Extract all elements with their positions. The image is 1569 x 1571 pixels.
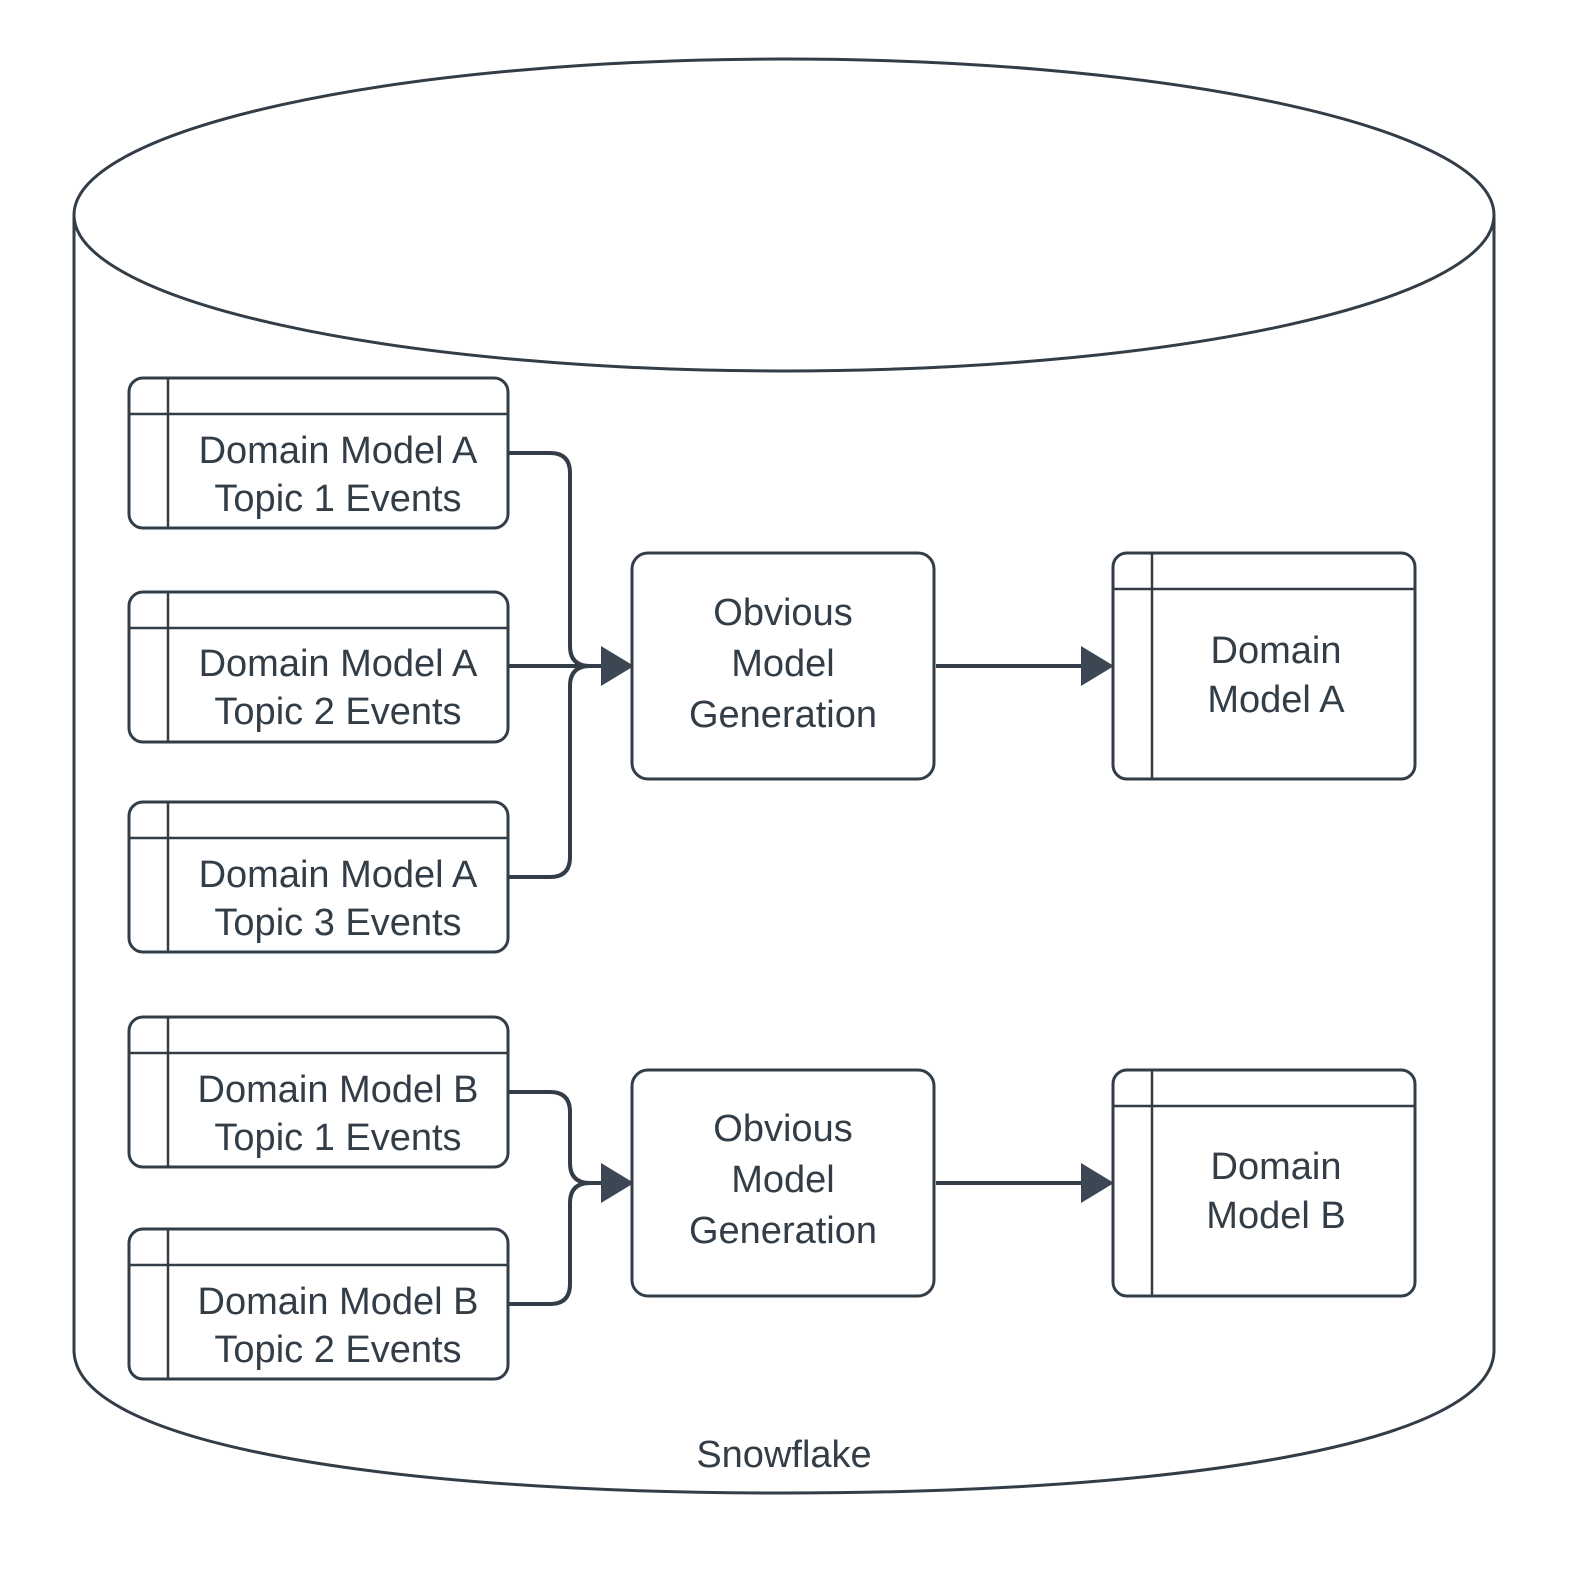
table-label-line2: Topic 2 Events	[214, 1329, 461, 1371]
table-node-a-topic-1[interactable]: Domain Model A Topic 1 Events	[127, 376, 510, 530]
output-node-b[interactable]: Domain Model B	[1111, 1068, 1417, 1298]
process-label-line1: Obvious	[713, 592, 852, 634]
table-outline	[127, 800, 510, 954]
process-outline	[630, 1068, 936, 1298]
edge-b2-merge	[508, 1181, 603, 1306]
table-node-b-topic-2[interactable]: Domain Model B Topic 2 Events	[127, 1227, 510, 1381]
table-outline	[1111, 1068, 1417, 1298]
table-label-line2: Topic 1 Events	[214, 1117, 461, 1159]
output-label-line2: Model B	[1206, 1195, 1345, 1237]
snowflake-cylinder	[72, 57, 1496, 1495]
table-outline	[127, 376, 510, 530]
edge-a3-merge	[508, 664, 603, 879]
process-node-a[interactable]: Obvious Model Generation	[630, 551, 936, 781]
output-label-line1: Domain	[1211, 630, 1342, 672]
edge-b-merge-arrowhead	[601, 1163, 634, 1203]
table-node-a-topic-3[interactable]: Domain Model A Topic 3 Events	[127, 800, 510, 954]
table-node-b-topic-1[interactable]: Domain Model B Topic 1 Events	[127, 1015, 510, 1169]
edge-process-b-output-b	[936, 1163, 1114, 1203]
table-label-line2: Topic 2 Events	[214, 691, 461, 733]
process-label-line2: Model	[731, 643, 835, 685]
table-node-a-topic-2[interactable]: Domain Model A Topic 2 Events	[127, 590, 510, 744]
process-outline	[630, 551, 936, 781]
table-label-line1: Domain Model B	[198, 1281, 479, 1323]
table-outline	[127, 1227, 510, 1381]
table-outline	[1111, 551, 1417, 781]
edge-a1-merge	[508, 451, 603, 668]
cylinder-label: Snowflake	[696, 1434, 871, 1476]
table-label-line1: Domain Model A	[199, 854, 478, 896]
table-outline	[127, 590, 510, 744]
process-label-line3: Generation	[689, 1210, 877, 1252]
edge-process-a-output-a	[936, 646, 1114, 686]
process-label-line2: Model	[731, 1159, 835, 1201]
process-label-line3: Generation	[689, 694, 877, 736]
table-label-line2: Topic 3 Events	[214, 902, 461, 944]
edge-b1-merge	[508, 1090, 603, 1185]
output-node-a[interactable]: Domain Model A	[1111, 551, 1417, 781]
output-label-line2: Model A	[1207, 679, 1345, 721]
table-outline	[127, 1015, 510, 1169]
table-label-line1: Domain Model A	[199, 430, 478, 472]
output-label-line1: Domain	[1211, 1146, 1342, 1188]
process-node-b[interactable]: Obvious Model Generation	[630, 1068, 936, 1298]
process-label-line1: Obvious	[713, 1108, 852, 1150]
table-label-line1: Domain Model B	[198, 1069, 479, 1111]
table-label-line1: Domain Model A	[199, 643, 478, 685]
edge-a-merge-arrowhead	[601, 646, 634, 686]
table-label-line2: Topic 1 Events	[214, 478, 461, 520]
